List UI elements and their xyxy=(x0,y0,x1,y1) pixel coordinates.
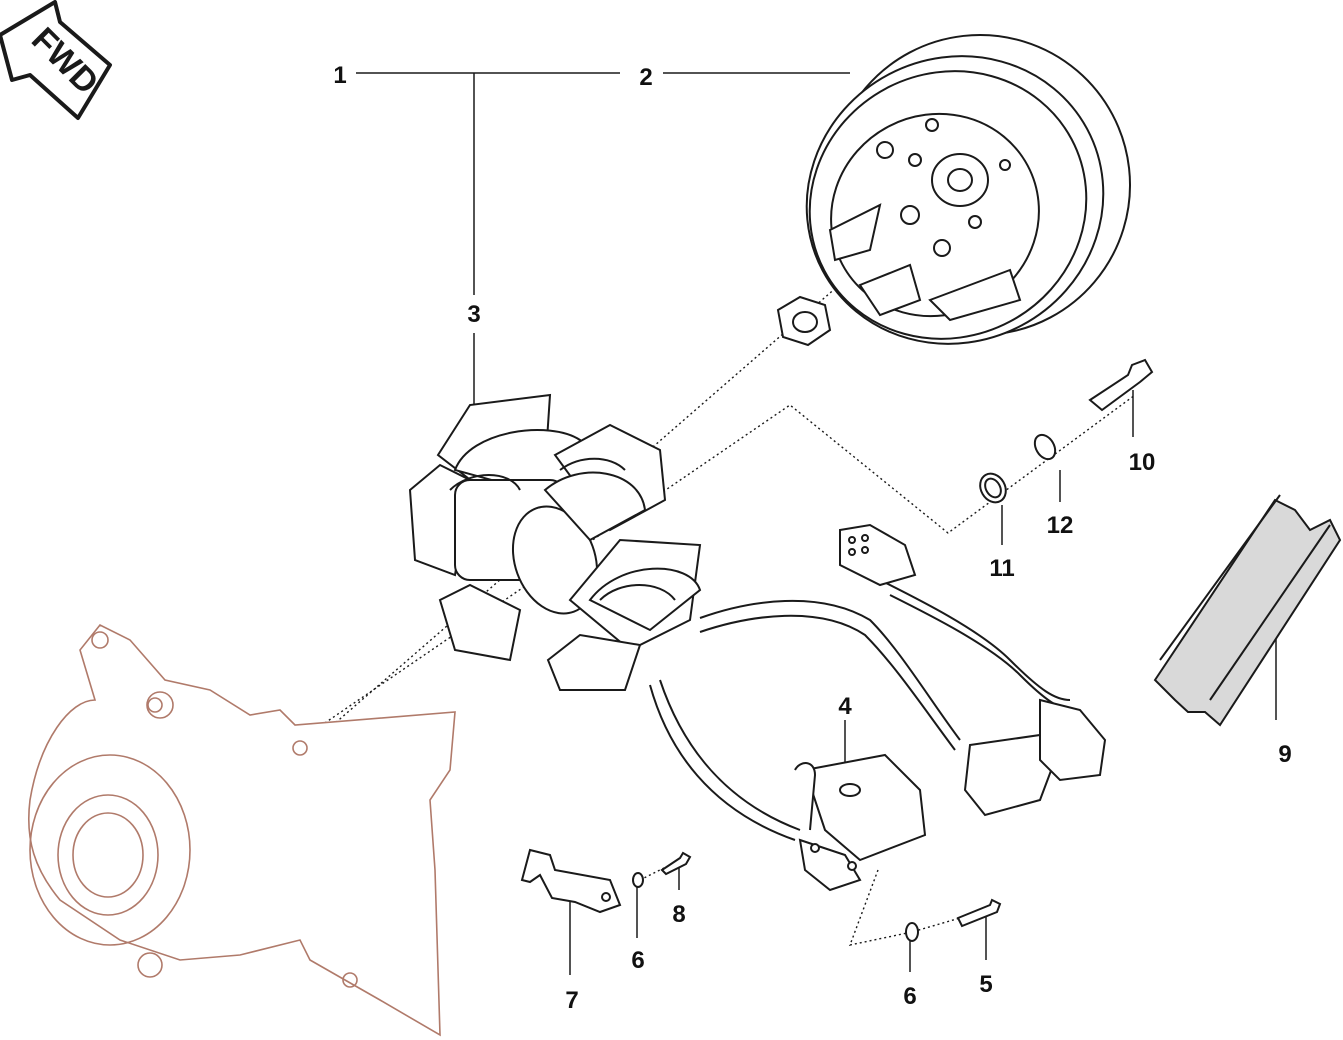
flywheel-rotor xyxy=(805,33,1131,345)
callout-2: 2 xyxy=(639,64,652,91)
voltage-regulator xyxy=(794,753,927,892)
fwd-arrow-icon: FWD xyxy=(0,0,112,120)
washer-screw-set-right xyxy=(905,898,1002,942)
callout-6-right: 6 xyxy=(903,983,916,1010)
leader-lines xyxy=(356,72,1277,975)
crankcase-cover xyxy=(27,623,456,1037)
pickup-screw-and-seals xyxy=(979,358,1154,504)
cable-clamp xyxy=(520,848,622,914)
callout-numbers: 1 2 3 4 5 6 6 7 8 9 10 11 12 xyxy=(333,62,1291,1014)
callout-1: 1 xyxy=(333,62,346,89)
callout-4: 4 xyxy=(838,693,852,720)
callout-6-left: 6 xyxy=(631,947,644,974)
washer-screw-set-left xyxy=(632,851,692,888)
callout-12: 12 xyxy=(1047,512,1074,539)
callout-10: 10 xyxy=(1129,449,1156,476)
stator-wiring-harness xyxy=(649,523,1107,841)
callout-11: 11 xyxy=(989,555,1014,582)
callout-3: 3 xyxy=(467,301,480,328)
rubber-grommet-strip xyxy=(1153,494,1342,727)
flywheel-nut xyxy=(776,295,832,347)
callout-5: 5 xyxy=(979,971,992,998)
callout-7: 7 xyxy=(565,987,578,1014)
callout-9: 9 xyxy=(1278,741,1291,768)
stator-assembly xyxy=(408,393,702,691)
callout-8: 8 xyxy=(672,901,685,928)
